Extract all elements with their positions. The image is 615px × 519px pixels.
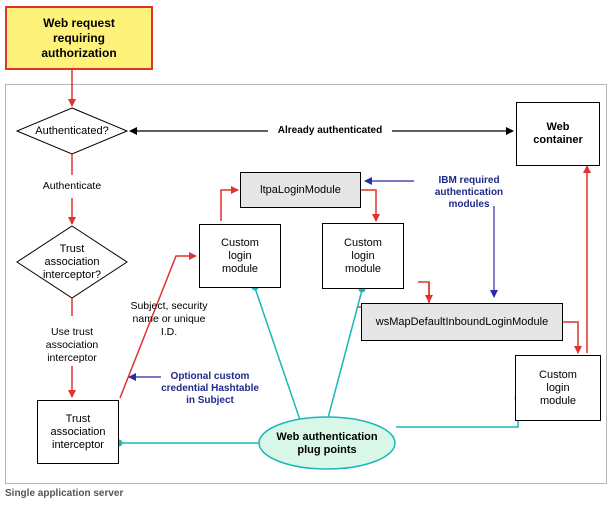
custom-login-1-text: Custom login module: [221, 236, 259, 275]
trust-decision-text: Trust association interceptor?: [42, 243, 102, 281]
custom-login-2-text: Custom login module: [344, 236, 382, 275]
ws-map-module-box: wsMapDefaultInboundLoginModule: [361, 303, 563, 341]
ltpa-module-box: ltpaLoginModule: [240, 172, 361, 208]
trust-interceptor-text: Trust association interceptor: [50, 412, 106, 451]
authenticated-decision-text: Authenticated?: [35, 125, 109, 137]
application-server-frame: [5, 84, 607, 484]
subject-label: Subject, security name or unique I.D.: [130, 300, 208, 338]
trust-interceptor-box: Trust association interceptor: [37, 400, 119, 464]
ltpa-module-text: ltpaLoginModule: [260, 183, 341, 196]
plug-points-label: Web authentication plug points: [276, 431, 378, 456]
plug-points-ellipse: [258, 416, 396, 470]
optional-note: Optional custom credential Hashtable in …: [161, 371, 259, 406]
web-container-text: Web container: [533, 121, 583, 146]
note-arrows: [128, 177, 498, 381]
web-container-box: Web container: [516, 102, 600, 166]
footer-caption: Single application server: [5, 488, 124, 499]
already-authenticated-label: Already authenticated: [268, 124, 392, 137]
start-box-text: Web request requiring authorization: [41, 15, 117, 60]
flow-arrows: [68, 70, 591, 399]
custom-login-3-text: Custom login module: [539, 368, 577, 407]
custom-login-3-box: Custom login module: [515, 355, 601, 421]
custom-login-2-box: Custom login module: [322, 223, 404, 289]
use-trust-label: Use trust association interceptor: [45, 326, 99, 364]
ws-map-module-text: wsMapDefaultInboundLoginModule: [375, 315, 549, 328]
authenticate-label: Authenticate: [42, 180, 102, 192]
custom-login-1-box: Custom login module: [199, 224, 281, 288]
ibm-required-note: IBM required authentication modules: [434, 175, 504, 210]
start-box: Web request requiring authorization: [5, 6, 153, 70]
